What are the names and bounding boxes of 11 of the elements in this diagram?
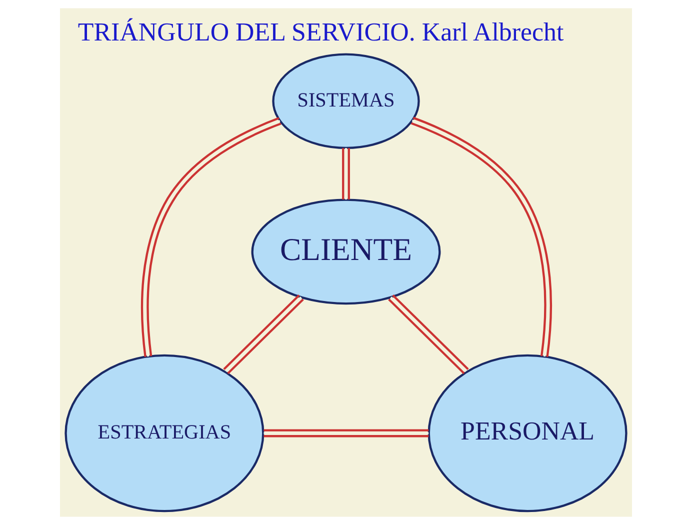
node-ellipse: CLIENTE [251,198,441,305]
node-ellipse: PERSONAL [428,354,628,512]
node-ellipse: ESTRATEGIAS [64,354,264,512]
connector [264,429,429,438]
connector [223,294,304,374]
connector [388,294,469,374]
connector [342,148,350,200]
diagram-title: TRIÁNGULO DEL SERVICIO. Karl Albrecht [78,17,564,46]
connector [410,116,552,358]
node-ellipse: SISTEMAS [272,53,420,150]
connector [140,117,282,357]
